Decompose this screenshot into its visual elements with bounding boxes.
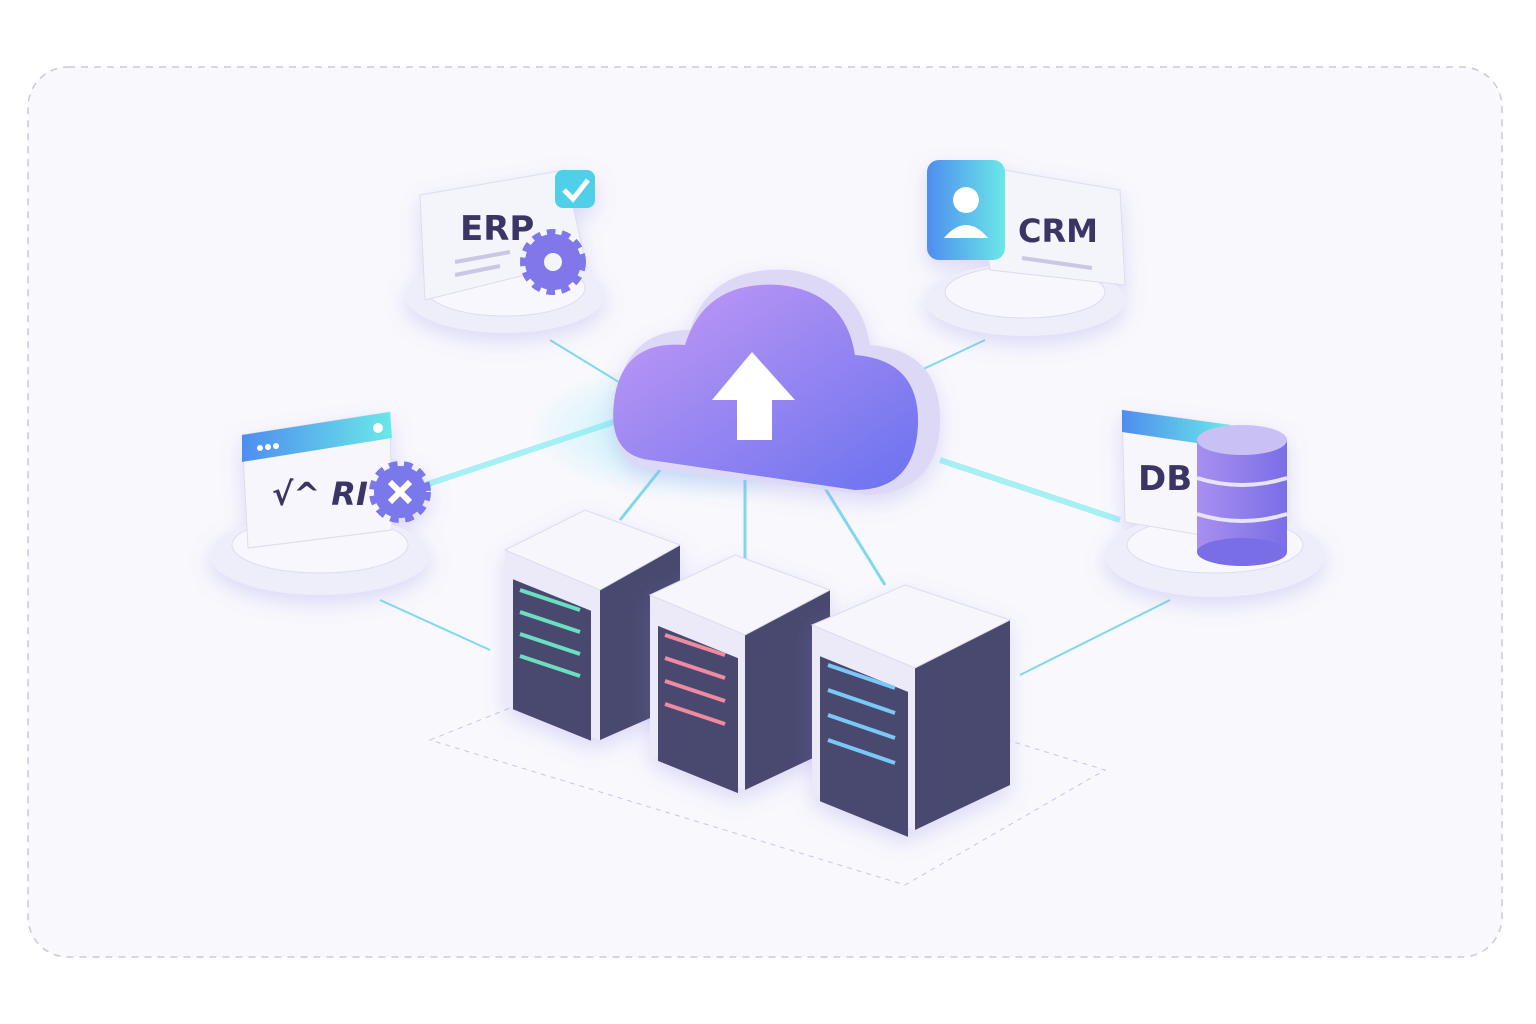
server-rack-3 [810, 584, 1012, 837]
erp-label: ERP [460, 209, 534, 249]
server-status-lights [519, 588, 896, 765]
api-node[interactable]: √^ RI [210, 411, 431, 595]
crm-node[interactable]: CRM [925, 160, 1126, 336]
connector-cloud-server3 [818, 479, 887, 586]
gear-x-icon [369, 461, 431, 523]
api-label: √^ RI [272, 475, 368, 513]
server-rack-2 [648, 554, 832, 794]
connector-db [939, 457, 1121, 523]
erp-node[interactable]: ERP [405, 169, 605, 333]
dashed-frame [27, 66, 1503, 958]
upload-arrow-icon [712, 352, 795, 440]
db-label: DB [1138, 459, 1192, 499]
db-node[interactable]: DB [1105, 409, 1325, 597]
server-floor [428, 639, 1107, 886]
connector-api-servers [379, 599, 491, 651]
crm-label: CRM [1018, 212, 1098, 250]
database-icon [1196, 425, 1288, 566]
connector-db-servers [1019, 599, 1171, 676]
user-icon [927, 160, 1005, 260]
gear-icon [520, 229, 586, 295]
checkmark-icon [555, 170, 595, 208]
cloud-upload-icon[interactable] [613, 269, 940, 495]
